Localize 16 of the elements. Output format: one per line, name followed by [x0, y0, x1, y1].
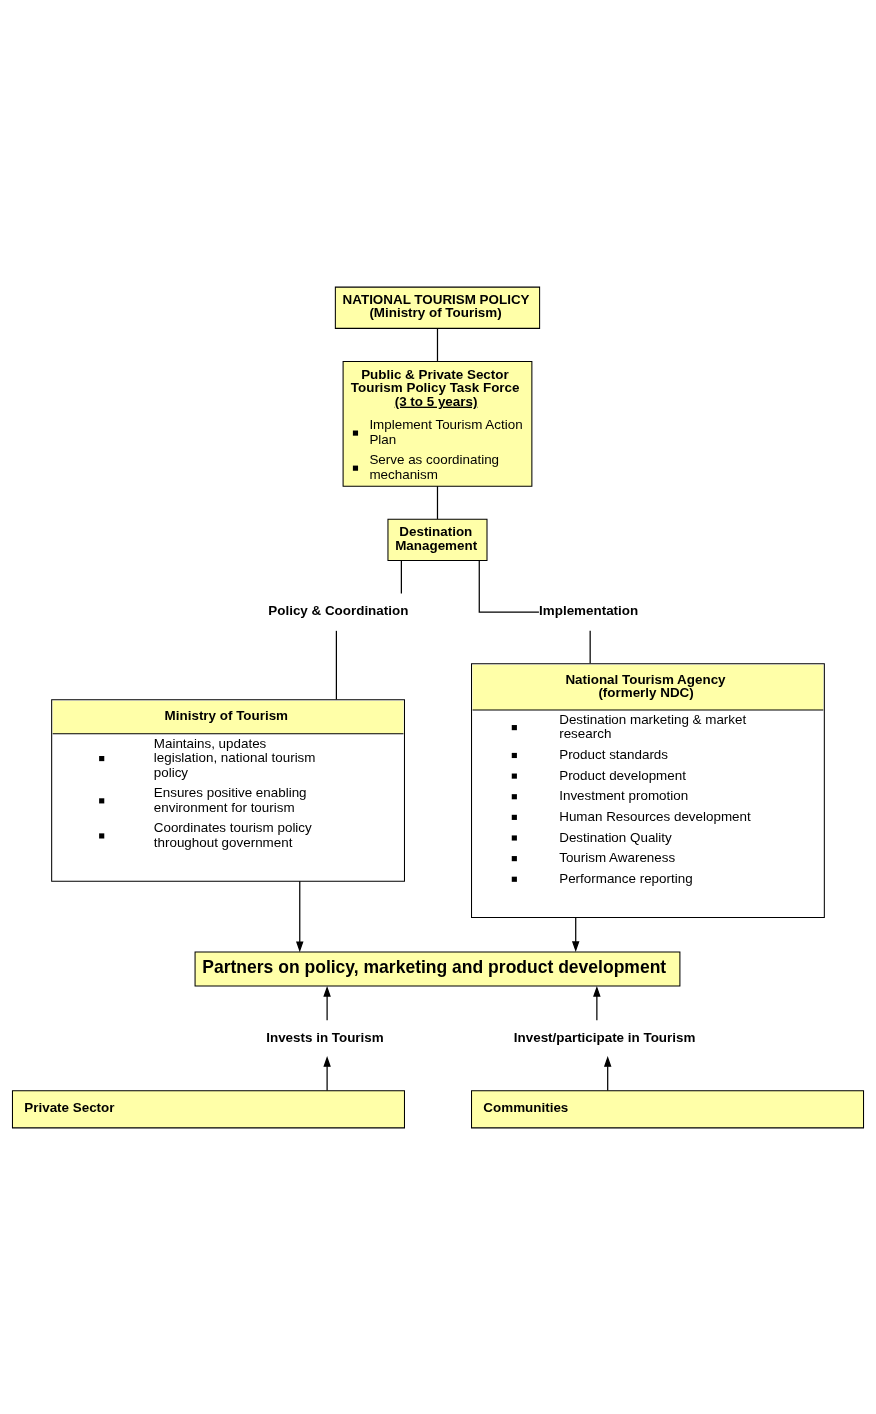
node-text: Implementation — [539, 602, 639, 618]
node-text: Invest/participate in Tourism — [513, 1029, 696, 1045]
arrow — [323, 1055, 331, 1091]
connector — [335, 629, 337, 700]
arrow — [603, 1055, 612, 1091]
arrow — [296, 880, 304, 952]
connector — [478, 559, 540, 613]
arrow — [323, 985, 331, 1021]
connector — [589, 629, 591, 664]
connector — [436, 485, 439, 520]
connector — [436, 327, 439, 362]
arrow — [571, 916, 580, 952]
node-text: Invests in Tourism — [266, 1029, 384, 1045]
connector — [400, 559, 402, 594]
arrow — [593, 985, 601, 1021]
node-text: Policy & Coordination — [268, 602, 409, 618]
